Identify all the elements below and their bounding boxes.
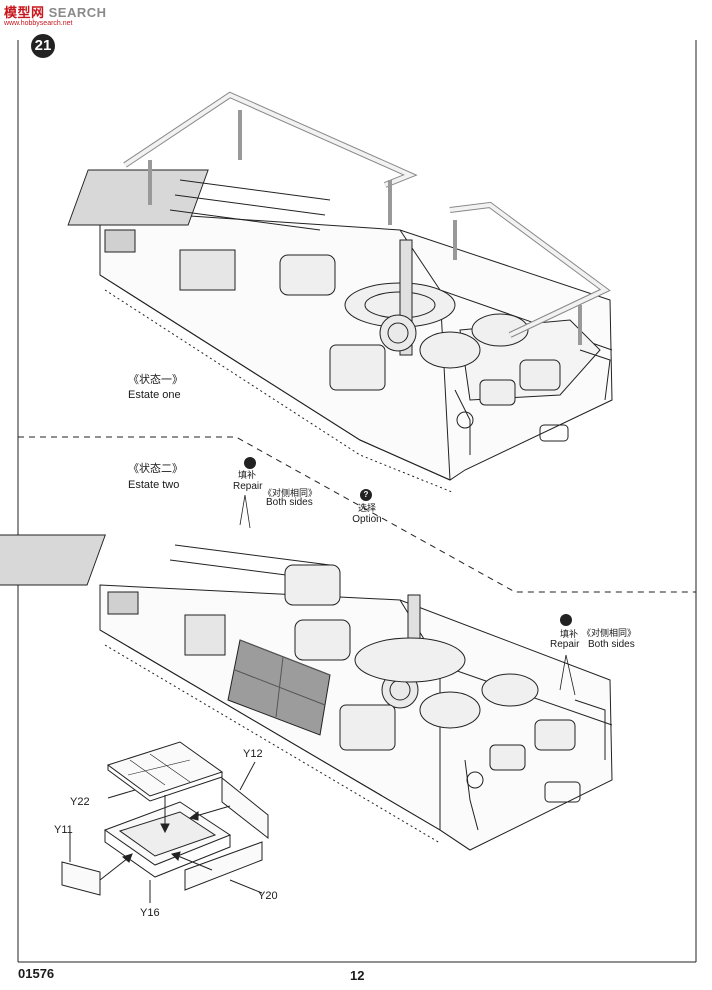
assembly-arrows <box>69 761 263 903</box>
repair-en-label: Repair <box>233 481 263 492</box>
watermark-logo: 模型网 SEARCH <box>4 2 107 21</box>
option-en-label: Option <box>352 514 382 525</box>
part-y20-panel <box>184 841 263 891</box>
repair-icon <box>244 457 256 469</box>
watermark-cn: 模型网 <box>4 5 45 20</box>
vehicle-estate-one <box>67 91 613 493</box>
part-y12-panel <box>221 776 269 840</box>
callout-leaders <box>239 494 576 696</box>
estate-two-cn-label: 《状态二》 <box>128 463 183 475</box>
both-sides-en-label: Both sides <box>266 497 313 508</box>
repair-cn-label-right: 填补 <box>560 629 579 639</box>
watermark-url: www.hobbysearch.net <box>4 20 73 27</box>
both-sides-cn-label-right: 《对侧相同》 <box>582 628 637 638</box>
part-y22-lid <box>106 741 224 797</box>
estate-one-en-label: Estate one <box>128 389 181 401</box>
repair-cn-label: 填补 <box>238 470 257 480</box>
part-y11-panel <box>61 861 101 896</box>
option-question-icon: ? <box>360 489 372 501</box>
both-sides-cn-label: 《对侧相同》 <box>263 488 318 498</box>
part-label-y20: Y20 <box>258 890 278 902</box>
part-label-y11: Y11 <box>54 824 73 836</box>
option-cn-label: 选择 <box>357 503 376 513</box>
watermark-brand: SEARCH <box>48 5 107 20</box>
vehicle-estate-two <box>0 534 613 851</box>
product-code: 01576 <box>18 966 55 981</box>
part-label-y12: Y12 <box>243 748 263 760</box>
part-label-y22: Y22 <box>70 796 90 808</box>
both-sides-en-label-right: Both sides <box>588 639 635 650</box>
estate-two-en-label: Estate two <box>128 479 180 491</box>
section-divider <box>18 436 696 593</box>
repair-en-label-right: Repair <box>550 639 580 650</box>
repair-icon-right <box>560 614 572 626</box>
part-label-y16: Y16 <box>140 907 160 919</box>
estate-one-cn-label: 《状态一》 <box>128 374 183 386</box>
exploded-storage-box <box>61 741 269 896</box>
page-number: 12 <box>350 968 365 983</box>
step-number-badge: 21 <box>31 34 55 58</box>
